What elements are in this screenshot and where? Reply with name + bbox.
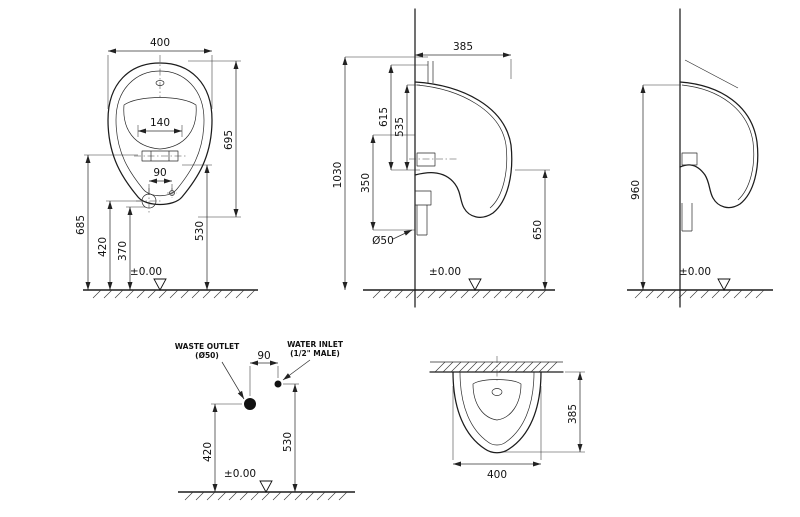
dim-front-370: 370 [117, 241, 129, 261]
dim-side-350: 350 [360, 173, 372, 193]
inlet-pipe-diagonal [684, 59, 739, 89]
dim-front-height: 695 [223, 130, 235, 150]
water-inlet-leader [282, 359, 311, 381]
front-floor: ±0.00 [83, 266, 258, 299]
dim-top-depth: 385 [567, 404, 579, 424]
front-view-dimensions: 400 140 90 695 530 685 420 370 [75, 37, 241, 290]
datum-label-detail: ±0.00 [224, 468, 256, 480]
dim-front-spread: 90 [153, 167, 166, 179]
dim-front-bowl-width: 140 [150, 117, 170, 129]
waste-outlet-label: WASTE OUTLET [175, 342, 240, 351]
wall-section [429, 361, 564, 373]
outlet-connection [414, 190, 432, 206]
detail-dimensions: 90 420 530 [202, 350, 299, 492]
dim-side-depth: 385 [453, 41, 473, 53]
connections-detail-view: WASTE OUTLET (Ø50) WATER INLET (1/2" MAL… [175, 340, 355, 501]
dim-detail-420: 420 [202, 442, 214, 462]
dim-front-530: 530 [194, 221, 206, 241]
dim-detail-530: 530 [282, 432, 294, 452]
detail-labels: WASTE OUTLET (Ø50) WATER INLET (1/2" MAL… [175, 340, 344, 360]
top-view-dimensions: 385 400 [452, 371, 585, 481]
water-inlet-point [274, 380, 282, 388]
dim-side-650: 650 [532, 220, 544, 240]
dim-front-width: 400 [150, 37, 170, 49]
dim-rear-960: 960 [630, 180, 642, 200]
rear-side-view: 960 ±0.00 [627, 8, 773, 308]
datum-label-front: ±0.00 [130, 266, 162, 278]
datum-symbol [717, 278, 731, 291]
dim-side-1030: 1030 [332, 162, 344, 189]
dim-side-615: 615 [378, 107, 390, 127]
spreader-bracket [141, 150, 179, 162]
side-view: 385 1030 615 535 350 Ø50 650 ±0.00 [332, 8, 555, 308]
waste-outlet-leader [221, 361, 245, 400]
dim-front-420: 420 [97, 237, 109, 257]
datum-label-rear: ±0.00 [679, 266, 711, 278]
urinal-top-outline [452, 356, 542, 454]
dim-front-685: 685 [75, 215, 87, 235]
detail-floor: ±0.00 [178, 468, 355, 501]
mounting-bracket [416, 152, 436, 167]
urinal-side-outline [409, 61, 513, 236]
water-inlet-sublabel: (1/2" MALE) [290, 349, 340, 358]
side-view-dimensions: 385 1030 615 535 350 Ø50 650 [332, 41, 550, 290]
dim-outlet-diameter: Ø50 [372, 235, 394, 247]
dim-top-width: 400 [487, 469, 507, 481]
detail-geometry [221, 359, 311, 410]
inlet-hole [491, 388, 503, 396]
urinal-rear-outline [679, 59, 759, 232]
front-view: 400 140 90 695 530 685 420 370 [75, 37, 258, 299]
datum-symbol [153, 278, 167, 291]
rear-floor: ±0.00 [627, 266, 773, 299]
drain-pipe [681, 203, 693, 232]
waste-outlet-sublabel: (Ø50) [195, 351, 219, 360]
side-floor: ±0.00 [363, 266, 555, 299]
rear-view-dimensions: 960 [630, 84, 681, 290]
datum-symbol [259, 480, 273, 493]
mounting-bracket [681, 152, 698, 166]
drain-pipe [416, 205, 428, 236]
waste-outlet-point [244, 398, 256, 410]
dim-side-535: 535 [394, 117, 406, 137]
dim-detail-spread: 90 [257, 350, 270, 362]
top-view: 385 400 [429, 356, 585, 481]
datum-symbol [468, 278, 482, 291]
water-inlet-label: WATER INLET [287, 340, 344, 349]
urinal-front-outline [107, 55, 213, 214]
datum-label-side: ±0.00 [429, 266, 461, 278]
